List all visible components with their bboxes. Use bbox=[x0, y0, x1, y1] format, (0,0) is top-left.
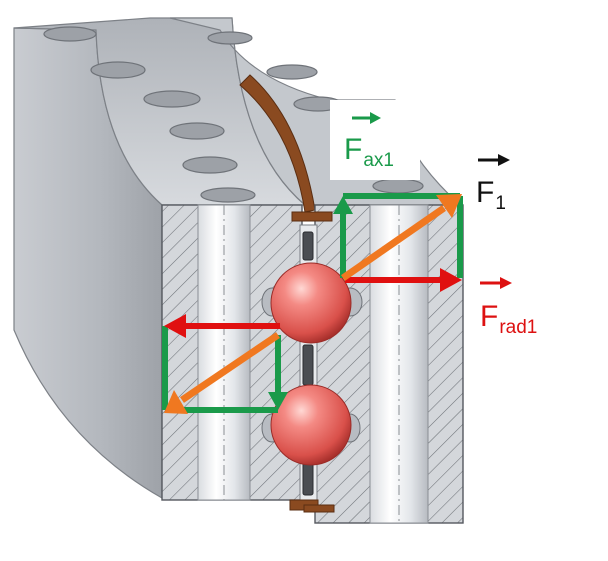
label-f-rad1-sub: rad1 bbox=[499, 317, 538, 338]
label-f-rad1-base: F bbox=[480, 300, 499, 333]
label-f-1-base: F bbox=[476, 176, 495, 209]
ball-upper bbox=[270, 262, 352, 344]
label-f-rad1: Frad1 bbox=[480, 300, 538, 338]
label-f-1-sub: 1 bbox=[495, 193, 506, 214]
force-polygon-right bbox=[333, 193, 463, 292]
ball-lower bbox=[270, 384, 352, 466]
label-f-1: F1 bbox=[476, 176, 506, 214]
bolt-holes bbox=[43, 26, 424, 203]
force-polygon-left bbox=[162, 314, 288, 414]
label-f-ax1: Fax1 bbox=[344, 133, 394, 171]
label-arrow-frad1 bbox=[480, 277, 512, 289]
label-f-ax1-sub: ax1 bbox=[363, 150, 394, 171]
label-arrow-f1 bbox=[478, 154, 510, 166]
label-box-fax1 bbox=[330, 100, 420, 180]
label-arrow-fax1 bbox=[352, 112, 381, 124]
label-f-ax1-base: F bbox=[344, 133, 363, 166]
cage-tabs bbox=[289, 211, 335, 513]
